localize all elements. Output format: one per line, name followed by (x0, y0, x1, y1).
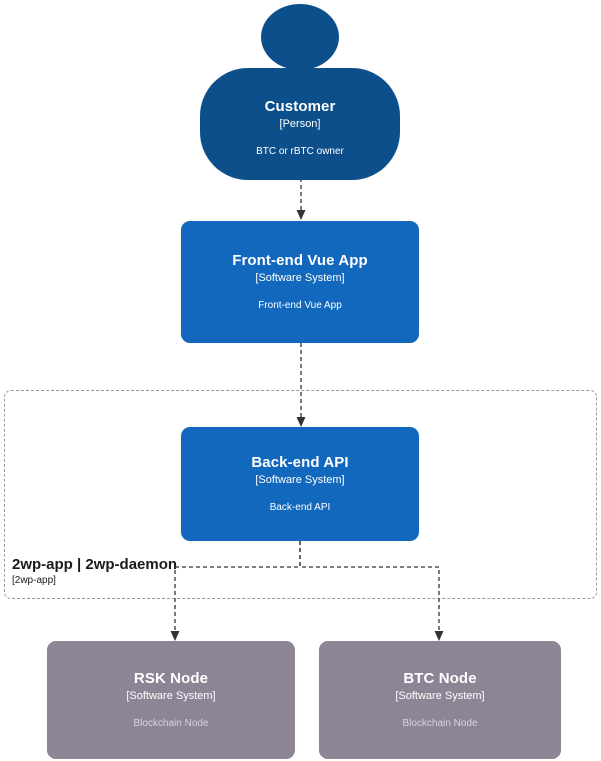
boundary-label: 2wp-app | 2wp-daemon [2wp-app] (12, 556, 312, 587)
frontend-description: Front-end Vue App (258, 300, 342, 311)
rsk-subtitle: [Software System] (126, 690, 216, 702)
customer-title: Customer (264, 98, 336, 115)
boundary-2wp-app (4, 390, 597, 599)
connector-backend-to-btc (294, 541, 446, 643)
customer-body-shape (200, 68, 400, 180)
customer-head-shape (261, 4, 339, 70)
connector-customer-to-frontend (290, 178, 312, 222)
btc-subtitle: [Software System] (395, 690, 485, 702)
backend-description: Back-end API (269, 502, 331, 513)
customer-subtitle: [Person] (279, 118, 321, 130)
frontend-subtitle: [Software System] (255, 272, 345, 284)
boundary-subtitle: [2wp-app] (12, 575, 56, 586)
rsk-title: RSK Node (133, 670, 209, 687)
connector-backend-to-rsk (168, 541, 314, 643)
btc-title: BTC Node (403, 670, 477, 687)
rsk-description: Blockchain Node (133, 718, 209, 729)
customer-description: BTC or rBTC owner (256, 146, 344, 157)
node-btc-node[interactable]: BTC Node [Software System] Blockchain No… (319, 641, 561, 759)
backend-subtitle: [Software System] (255, 474, 345, 486)
node-customer-text: Customer [Person] BTC or rBTC owner (200, 78, 400, 178)
backend-title: Back-end API (251, 454, 349, 471)
node-backend-api[interactable]: Back-end API [Software System] Back-end … (181, 427, 419, 541)
btc-description: Blockchain Node (402, 718, 478, 729)
boundary-title: 2wp-app | 2wp-daemon (12, 556, 178, 573)
node-rsk-node[interactable]: RSK Node [Software System] Blockchain No… (47, 641, 295, 759)
connector-frontend-to-backend (290, 343, 312, 429)
node-frontend-vue-app[interactable]: Front-end Vue App [Software System] Fron… (181, 221, 419, 343)
frontend-title: Front-end Vue App (232, 252, 368, 269)
